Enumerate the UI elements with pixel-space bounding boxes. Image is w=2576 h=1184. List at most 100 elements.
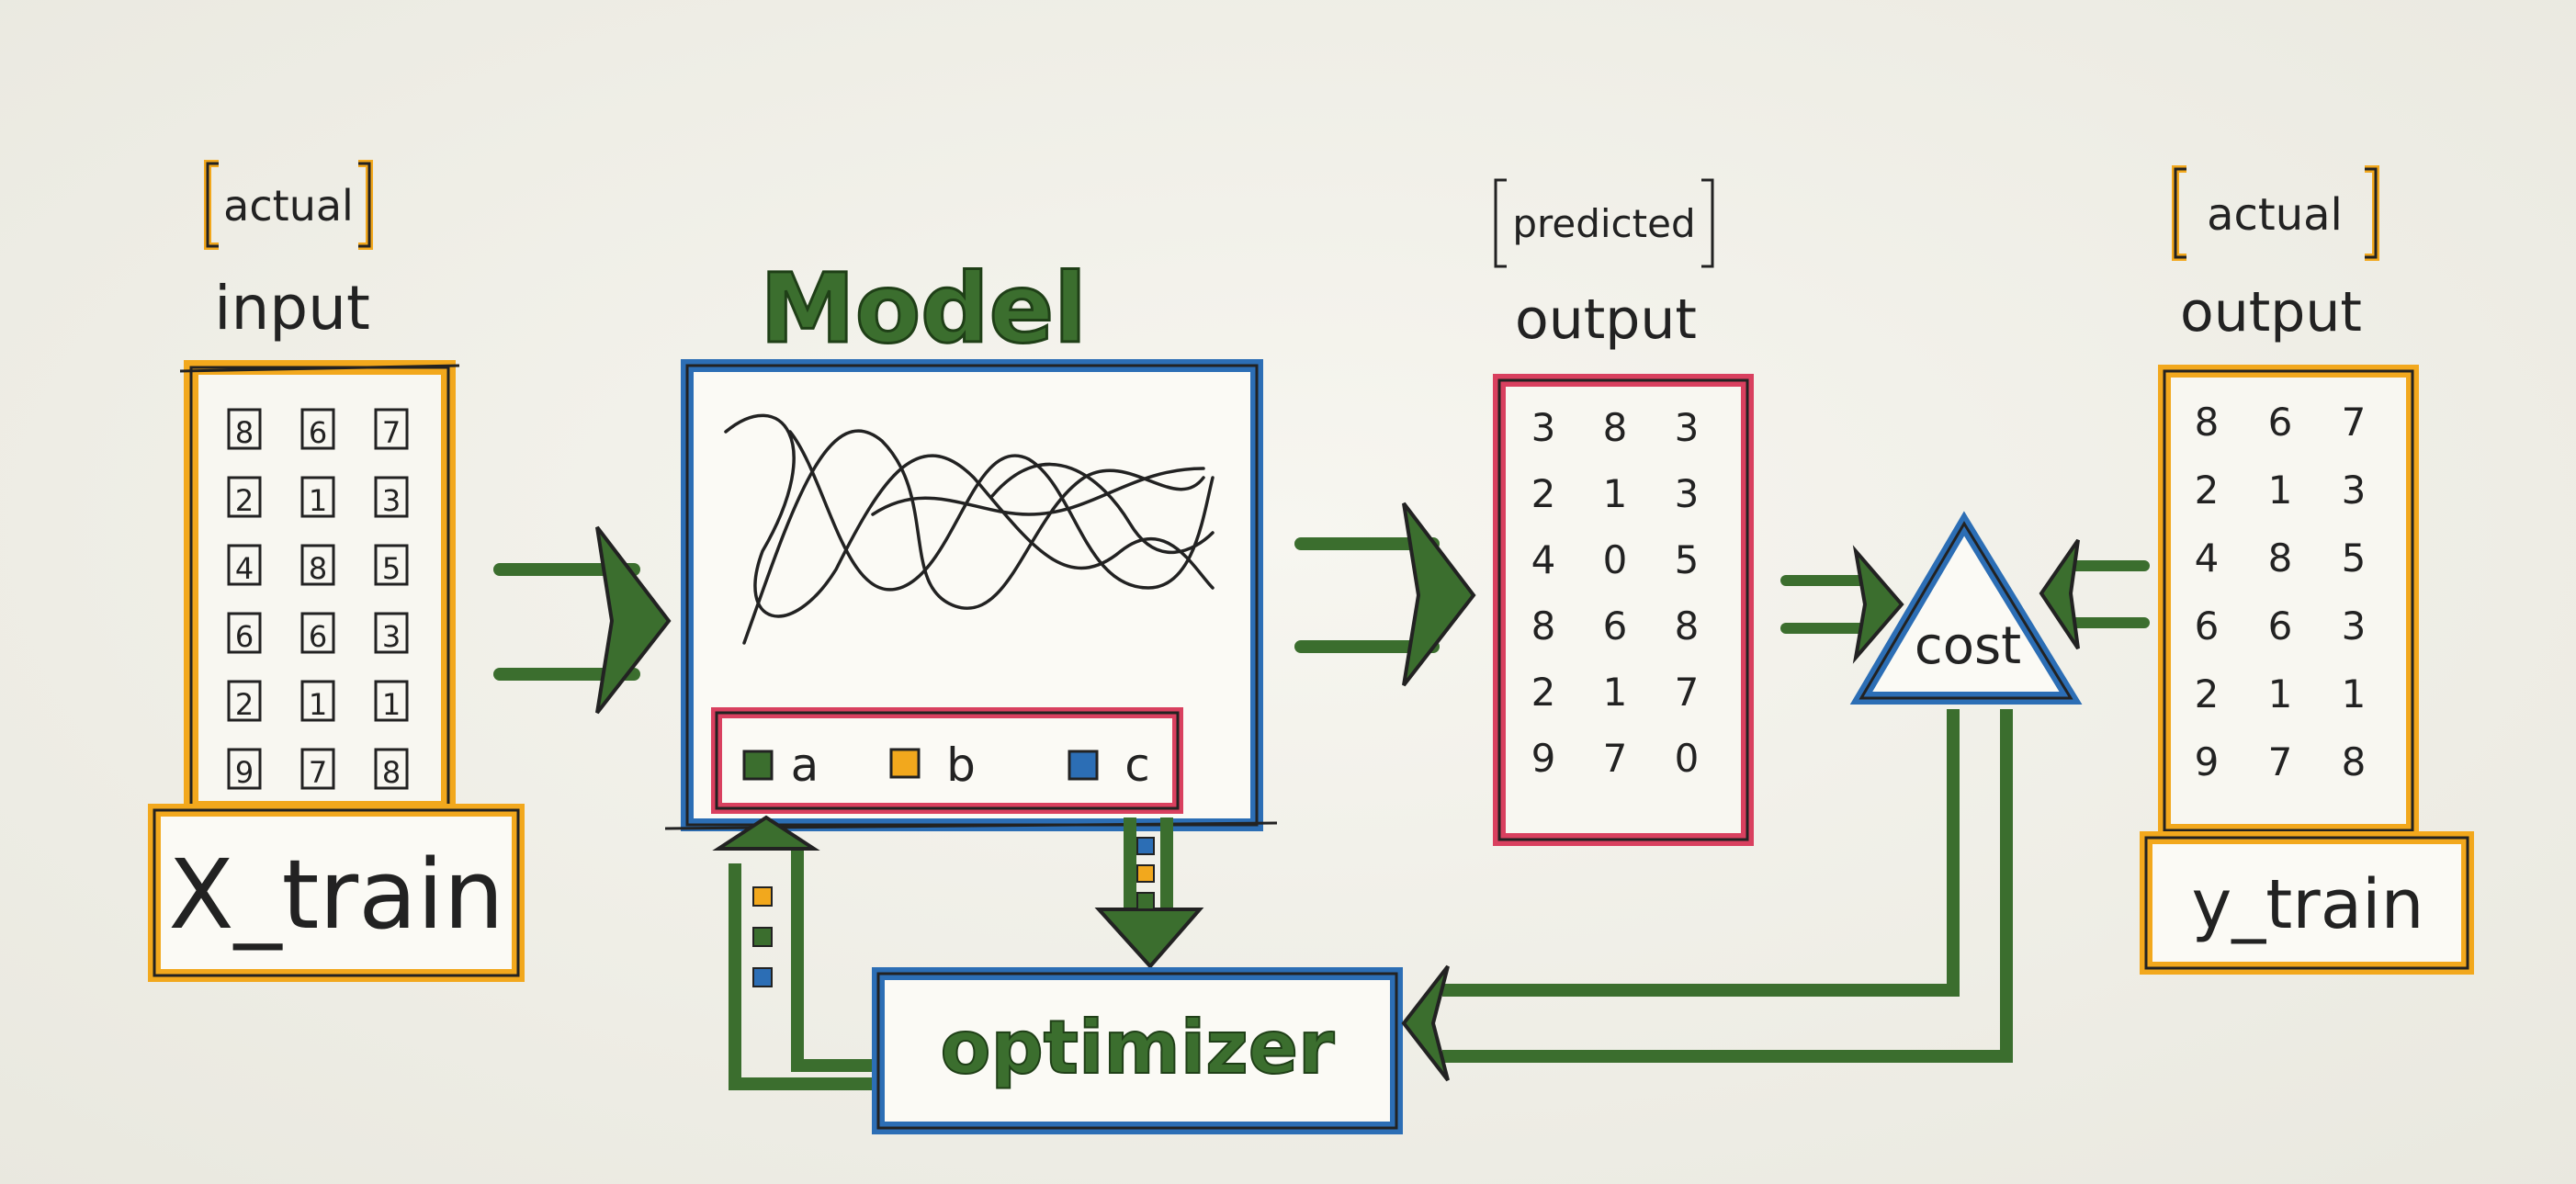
input-cell-box (300, 544, 335, 586)
predicted-label: output (1515, 288, 1697, 352)
svg-text:b: b (946, 739, 976, 792)
input-cell-box (227, 544, 262, 586)
input-cell: 1 (309, 687, 327, 722)
predicted-cell: 8 (1603, 405, 1628, 450)
predicted-cell: 0 (1603, 537, 1628, 582)
input-cell-box (227, 408, 262, 450)
actual-output-cell: 8 (2195, 400, 2220, 445)
input-cell: 2 (235, 483, 254, 518)
input-bracket-text: actual (223, 181, 354, 231)
input-label: input (214, 273, 370, 344)
predicted-cell: 9 (1531, 736, 1556, 781)
optimizer-label: optimizer (941, 1005, 1335, 1090)
input-cell: 6 (309, 619, 327, 654)
model-to-optimizer-arrow (1094, 818, 1204, 970)
input-cell: 3 (382, 619, 401, 654)
predicted-cell: 5 (1675, 537, 1700, 582)
predicted-bracket: predicted (1494, 178, 1714, 268)
input-cell: 2 (235, 687, 254, 722)
optimizer-to-model-arrow (712, 815, 875, 1090)
predicted-cell: 0 (1675, 736, 1700, 781)
actual-output-cell: 3 (2342, 468, 2367, 513)
actual-output-cell: 1 (2268, 671, 2293, 716)
input-cell-box (227, 748, 262, 790)
predicted-cell: 3 (1531, 405, 1556, 450)
input-cell: 8 (382, 755, 401, 790)
input-cell-box (374, 476, 409, 518)
predicted-cell: 8 (1675, 603, 1700, 648)
actual-output-cell: 6 (2268, 400, 2293, 445)
input-cell: 9 (235, 755, 254, 790)
input-to-model-arrow (493, 525, 672, 715)
input-actual-bracket: actual (204, 160, 373, 250)
input-cell: 1 (382, 687, 401, 722)
input-cell: 6 (235, 619, 254, 654)
x-train-label: X_train (168, 839, 503, 951)
actual-output-cell: 8 (2342, 739, 2367, 784)
predicted-cell: 7 (1603, 736, 1628, 781)
actual-output-cell: 4 (2195, 536, 2220, 581)
cost-to-optimizer-arrow (1401, 709, 2013, 1082)
input-cell: 7 (309, 755, 327, 790)
actual-to-cost-arrow (2039, 538, 2150, 650)
predicted-cell: 3 (1675, 471, 1700, 516)
param-c: c (1068, 739, 1150, 792)
actual-output-cell: 5 (2342, 536, 2367, 581)
predicted-bracket-text: predicted (1512, 201, 1695, 246)
input-cell: 7 (382, 415, 401, 450)
predicted-cell: 1 (1603, 471, 1628, 516)
predicted-cell: 7 (1675, 670, 1700, 715)
actual-output-cell: 2 (2195, 671, 2220, 716)
predicted-matrix: 3 8 3 2 1 3 4 0 5 8 6 8 2 1 7 9 7 0 (1531, 405, 1700, 781)
input-cell-box (374, 408, 409, 450)
input-cell: 3 (382, 483, 401, 518)
input-cell-box (374, 748, 409, 790)
actual-output-cell: 3 (2342, 603, 2367, 648)
input-cell-box (300, 748, 335, 790)
actual-output-cell: 8 (2268, 536, 2293, 581)
predicted-cell: 4 (1531, 537, 1556, 582)
input-cell-box (374, 544, 409, 586)
actual-output-cell: 2 (2195, 468, 2220, 513)
actual-output-cell: 7 (2268, 739, 2293, 784)
predicted-cell: 3 (1675, 405, 1700, 450)
param-a: a (742, 739, 819, 792)
input-cell: 6 (309, 415, 327, 450)
svg-text:a: a (791, 739, 819, 792)
model-title: Model (760, 253, 1087, 365)
actual-output-cell: 9 (2195, 739, 2220, 784)
predicted-cell: 2 (1531, 471, 1556, 516)
prediction-to-cost-arrow (1780, 545, 1904, 664)
actual-output-bracket-text: actual (2207, 189, 2343, 241)
predicted-cell: 1 (1603, 670, 1628, 715)
actual-output-cell: 1 (2268, 468, 2293, 513)
actual-output-cell: 1 (2342, 671, 2367, 716)
predicted-cell: 8 (1531, 603, 1556, 648)
input-cell-box (300, 408, 335, 450)
input-cell-box (374, 612, 409, 654)
input-cell: 4 (235, 551, 254, 586)
actual-output-cell: 6 (2268, 603, 2293, 648)
model-function-curves (724, 413, 1215, 645)
input-cell-box (227, 680, 262, 722)
input-cell-box (227, 476, 262, 518)
param-b: b (889, 739, 976, 792)
actual-output-cell: 7 (2342, 400, 2367, 445)
actual-output-label: output (2180, 280, 2362, 344)
input-cell-box (300, 612, 335, 654)
actual-output-bracket: actual (2172, 165, 2379, 261)
model-section: Model a b c (664, 252, 1278, 831)
y-train-label: y_train (2191, 865, 2423, 944)
optimizer-section: optimizer (872, 967, 1403, 1134)
predicted-cell: 2 (1531, 670, 1556, 715)
input-cell: 8 (309, 551, 327, 586)
actual-output-cell: 6 (2195, 603, 2220, 648)
svg-text:c: c (1124, 739, 1150, 792)
predicted-section: predicted output 3 8 3 2 1 3 4 0 5 8 6 8 2 1 7 9 7 0 (1493, 178, 1754, 846)
predicted-cell: 6 (1603, 603, 1628, 648)
input-cell: 8 (235, 415, 254, 450)
